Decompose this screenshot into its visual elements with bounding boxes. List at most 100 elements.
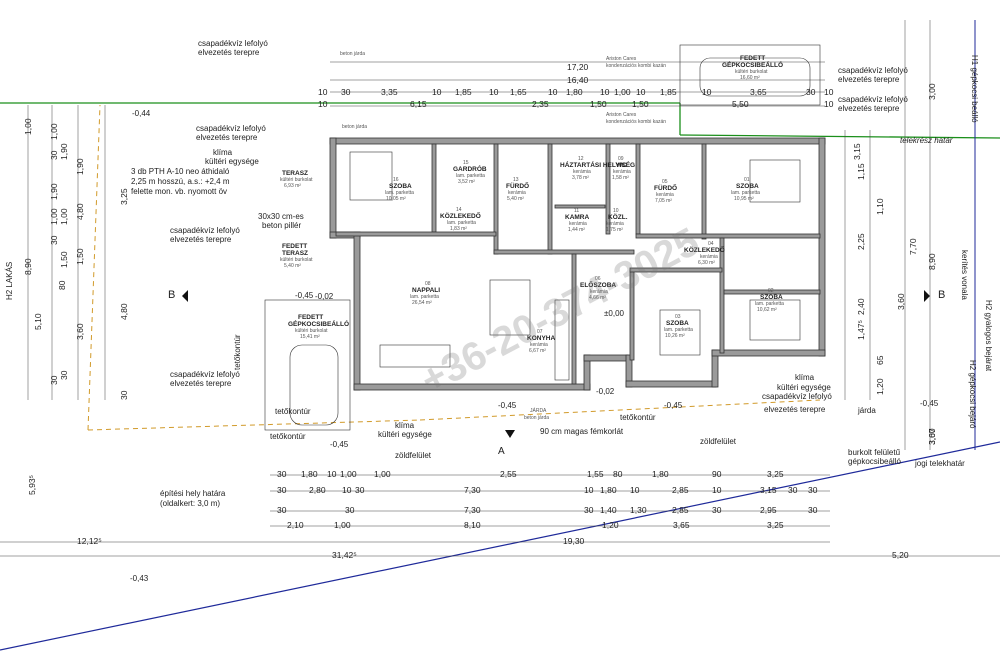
svg-text:klíma: klíma [395, 421, 415, 430]
room-01: 01 SZOBA lam. parketta 10,95 m² [731, 177, 760, 202]
svg-text:építési hely határa: építési hely határa [160, 489, 226, 498]
annotation-sidewalk: JÁRDA beton járda [524, 407, 549, 421]
svg-text:1,20: 1,20 [602, 520, 619, 530]
svg-text:csapadékvíz lefolyó: csapadékvíz lefolyó [170, 226, 240, 235]
right-dims-outer: 3,00 8,90 3,00 [927, 83, 937, 445]
svg-text:NAPPALI: NAPPALI [412, 287, 440, 294]
svg-text:ELŐSZOBA: ELŐSZOBA [580, 280, 616, 289]
annotation-drain-6: csapadékvíz lefolyó elvezetés terepre [838, 95, 908, 113]
svg-text:10: 10 [824, 87, 834, 97]
svg-text:1,80: 1,80 [566, 87, 583, 97]
svg-text:beton járda: beton járda [524, 415, 549, 421]
svg-text:3,65: 3,65 [673, 520, 690, 530]
svg-text:30: 30 [584, 505, 594, 515]
room-09: 09 WC kerámia 1,58 m² [612, 156, 631, 181]
wall-int-2 [493, 143, 499, 255]
svg-text:lam. parketta: lam. parketta [755, 301, 784, 307]
annotation-h2-pedestrian: H2 gyalogos bejárat [984, 300, 993, 372]
room-16: 16 SZOBA lam. parketta 10,05 m² [385, 177, 414, 202]
bottom-dim-side: 5,93⁵ [27, 475, 37, 495]
svg-text:elvezetés terepre: elvezetés terepre [198, 48, 260, 57]
svg-text:1,85: 1,85 [660, 87, 677, 97]
svg-text:1,00: 1,00 [340, 469, 357, 479]
svg-text:10: 10 [600, 87, 610, 97]
svg-text:65: 65 [875, 355, 885, 365]
svg-text:4,80: 4,80 [119, 303, 129, 320]
svg-text:10: 10 [712, 485, 722, 495]
phone-watermark: +36-20-374-3025 [414, 219, 707, 402]
svg-text:JÁRDA: JÁRDA [530, 407, 547, 414]
top-dim-row4: 10 6,15 2,35 1,50 1,50 5,50 10 [318, 99, 834, 109]
svg-text:03: 03 [675, 314, 681, 320]
level-8: -0,02 [596, 387, 615, 396]
svg-text:elvezetés terepre: elvezetés terepre [764, 405, 826, 414]
svg-text:10,05 m²: 10,05 m² [386, 196, 406, 202]
svg-text:6,93 m²: 6,93 m² [284, 183, 301, 189]
wall-int-4 [605, 143, 611, 235]
wall-int-3 [547, 143, 553, 255]
svg-text:80: 80 [57, 280, 67, 290]
svg-text:6,67 m²: 6,67 m² [529, 348, 546, 354]
room-02: 02 SZOBA lam. parketta 10,62 m² [755, 288, 784, 313]
annotation-burkolt: burkolt felületű gépkocsibeálló [848, 448, 901, 466]
svg-text:1,44 m²: 1,44 m² [568, 227, 585, 233]
left-dims-inner: 30 1,90 1,00 30 30 1,00 1,90 1,50 30 [49, 143, 69, 385]
annotation-jarda: járda [857, 406, 876, 415]
svg-text:kültéri burkolat: kültéri burkolat [280, 257, 313, 263]
svg-text:30: 30 [119, 390, 129, 400]
svg-text:3,25: 3,25 [119, 188, 129, 205]
svg-text:2,10: 2,10 [287, 520, 304, 530]
svg-text:7,30: 7,30 [464, 485, 481, 495]
wall-int-h2 [493, 249, 635, 255]
wall-int-h3 [635, 233, 821, 239]
svg-text:kültéri egysége: kültéri egysége [777, 383, 831, 392]
svg-text:1,85: 1,85 [455, 87, 472, 97]
dining-table [489, 279, 531, 336]
svg-text:1,10: 1,10 [875, 198, 885, 215]
svg-text:10: 10 [342, 485, 352, 495]
svg-text:7,05 m²: 7,05 m² [655, 198, 672, 204]
wall-left-bottom [353, 231, 361, 391]
annotation-ariston-2: Ariston Cares kondenzációs kombi kazán [606, 112, 666, 125]
svg-text:1,90: 1,90 [59, 143, 69, 160]
room-03: 03 SZOBA lam. parketta 10,26 m² [664, 314, 693, 339]
svg-text:3,60: 3,60 [896, 293, 906, 310]
level-6: -0,43 [130, 574, 149, 583]
svg-text:1,00: 1,00 [49, 123, 59, 140]
room-05: 05 FÜRDŐ kerámia 7,05 m² [654, 179, 677, 204]
svg-text:3,52 m²: 3,52 m² [458, 179, 475, 185]
svg-text:26,54 m²: 26,54 m² [412, 300, 432, 306]
annotation-drain-1: csapadékvíz lefolyó elvezetés terepre [198, 39, 268, 57]
bottom-dim-row5: 12,12⁵ 19,30 [77, 536, 585, 546]
annotation-drain-2: csapadékvíz lefolyó elvezetés terepre [196, 124, 266, 142]
wall-int-5 [635, 143, 641, 235]
svg-text:FÜRDŐ: FÜRDŐ [654, 183, 677, 192]
svg-text:WC: WC [616, 162, 627, 169]
svg-text:13: 13 [513, 177, 519, 183]
svg-text:3,15: 3,15 [760, 485, 777, 495]
svg-text:10: 10 [613, 208, 619, 214]
annotation-lintel: 3 db PTH A-10 neo áthidaló 2,25 m hosszú… [131, 167, 230, 196]
sofa [379, 344, 451, 368]
level-5: -0,45 [498, 401, 517, 410]
svg-text:GÉPKOCSIBEÁLLÓ: GÉPKOCSIBEÁLLÓ [288, 319, 349, 328]
svg-text:GARDRÓB: GARDRÓB [453, 164, 487, 173]
svg-text:16,60 m²: 16,60 m² [740, 75, 760, 81]
svg-text:3,25: 3,25 [767, 469, 784, 479]
svg-text:1,00: 1,00 [614, 87, 631, 97]
svg-text:8,90: 8,90 [927, 253, 937, 270]
svg-text:6,15: 6,15 [410, 99, 427, 109]
svg-text:7,70: 7,70 [908, 238, 918, 255]
section-arrow-a [505, 430, 515, 438]
annotation-roof-3: tetőkontúr [620, 413, 656, 422]
svg-text:1,58 m²: 1,58 m² [612, 175, 629, 181]
wall-int-9 [719, 237, 725, 354]
svg-text:30: 30 [277, 469, 287, 479]
svg-text:felette mon. vb. nyomott öv: felette mon. vb. nyomott öv [131, 187, 227, 196]
wall-bottom-right3 [711, 349, 826, 357]
annotation-kerites: kerítés vonala [960, 250, 969, 300]
svg-text:KÖZL.: KÖZL. [608, 212, 628, 221]
carport-top: FEDETT GÉPKOCSIBEÁLLÓ kültéri burkolat 1… [722, 55, 783, 81]
svg-text:1,40: 1,40 [600, 505, 617, 515]
svg-text:10: 10 [432, 87, 442, 97]
